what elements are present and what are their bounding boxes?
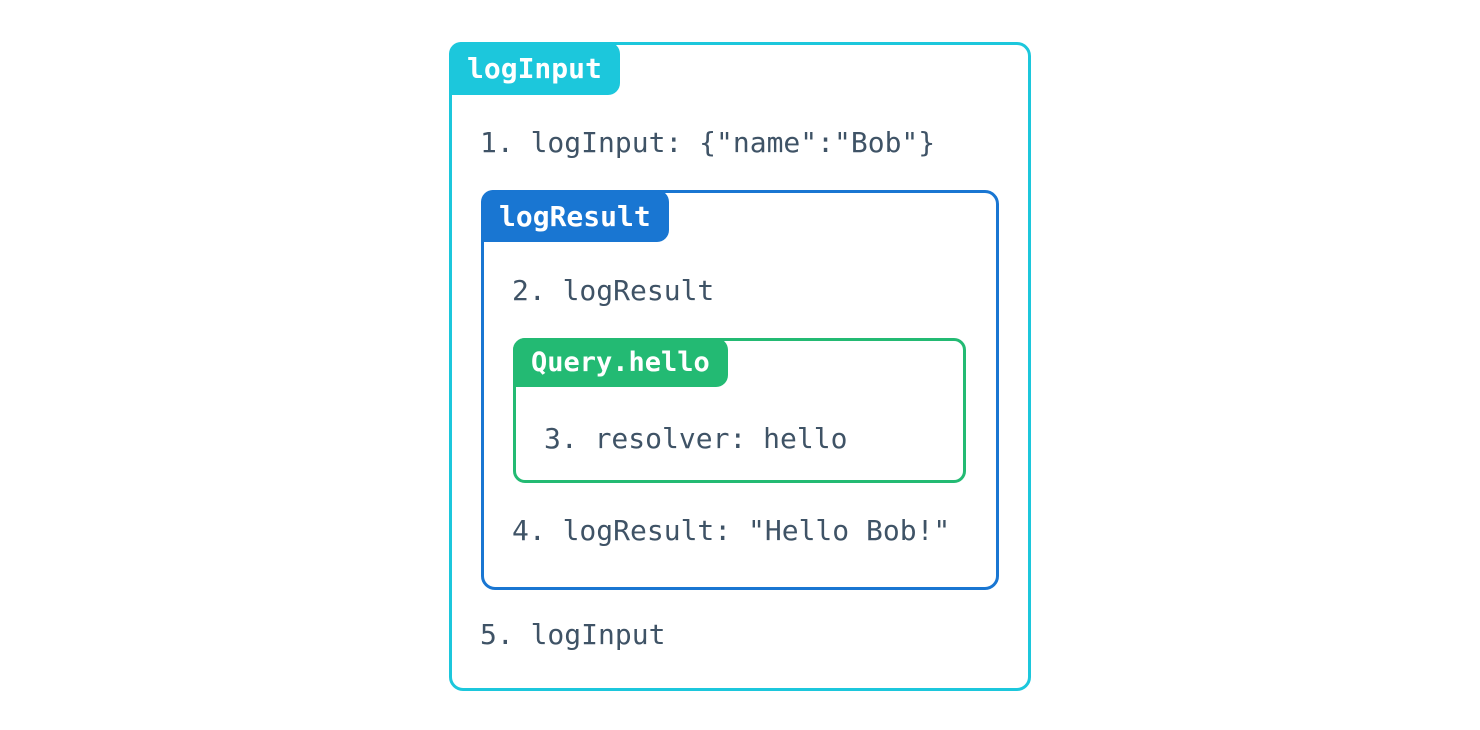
step-5-loginput-after: 5. logInput (480, 618, 666, 651)
step-3-resolver: 3. resolver: hello (544, 422, 848, 455)
step-1-loginput-before: 1. logInput: {"name":"Bob"} (480, 126, 936, 159)
resolver-box-query-hello: Query.hello 3. resolver: hello (513, 338, 966, 483)
step-4-logresult-after: 4. logResult: "Hello Bob!" (512, 514, 951, 547)
middleware-box-loginput: logInput 1. logInput: {"name":"Bob"} log… (449, 42, 1031, 691)
step-2-logresult-before: 2. logResult (512, 274, 715, 307)
middleware-box-logresult: logResult 2. logResult Query.hello 3. re… (481, 190, 999, 590)
box-label-loginput: logInput (449, 42, 620, 95)
box-label-query-hello: Query.hello (513, 338, 728, 387)
box-label-logresult: logResult (481, 190, 669, 242)
